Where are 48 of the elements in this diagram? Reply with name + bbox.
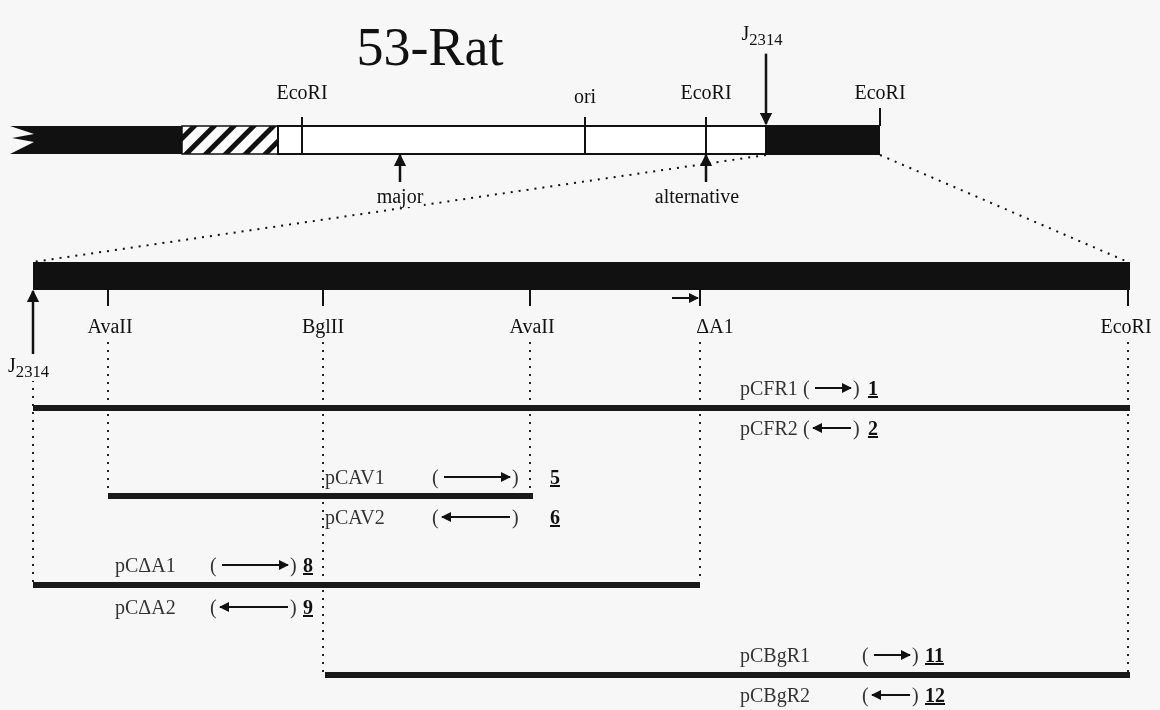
fragment-label: pCΔA2	[115, 596, 176, 618]
fragment-label: pCFR2	[740, 417, 798, 439]
fragment-label: (	[862, 644, 869, 666]
clone-number: 12	[925, 684, 945, 706]
clone-number: 11	[925, 644, 944, 666]
site-label: EcoRI	[680, 81, 732, 103]
fragment-label: )	[512, 506, 519, 528]
clone-number: 6	[550, 506, 560, 528]
clone-number: 9	[303, 596, 313, 618]
site-label: EcoRI	[1100, 315, 1152, 337]
fragment-label: (	[432, 466, 439, 488]
site-label: ΔA1	[696, 315, 734, 337]
clone-number: 2	[868, 417, 878, 439]
clone-number: 1	[868, 377, 878, 399]
fragment-label: pCAV2	[325, 506, 385, 528]
fragment-label: )	[512, 466, 519, 488]
fragment-label: )	[290, 554, 297, 576]
clone-number: 8	[303, 554, 313, 576]
fragment-label: (	[210, 554, 217, 576]
fragment-label: )	[912, 684, 919, 706]
fragment-label: (	[803, 417, 810, 439]
arrow	[26, 289, 40, 354]
site-label: EcoRI	[854, 81, 906, 103]
plasmid-map-drawing	[10, 107, 881, 155]
fragment-label: (	[432, 506, 439, 528]
fragment-label: pCΔA1	[115, 554, 176, 576]
arrow	[759, 53, 773, 126]
site-label: ori	[573, 85, 597, 107]
site-label: EcoRI	[276, 81, 328, 103]
fragment-label: pCAV1	[325, 466, 385, 488]
fragment-label: (	[210, 596, 217, 618]
fragment-label: pCBgR2	[740, 684, 811, 706]
clone-number: 5	[550, 466, 560, 488]
gene-map-drawing	[33, 262, 1130, 307]
site-label: AvaII	[509, 315, 555, 337]
fragment-label: )	[290, 596, 297, 618]
fragment-label: )	[853, 417, 860, 439]
title: 53-Rat	[356, 18, 504, 78]
fragment-label: )	[853, 377, 860, 399]
fragment-label: pCBgR1	[740, 644, 811, 666]
fragment-label: pCFR1	[740, 377, 798, 399]
fragment-label: )	[912, 644, 919, 666]
fragment-label: (	[862, 684, 869, 706]
arrow	[393, 153, 407, 182]
arrow	[699, 153, 713, 182]
fragment-label: (	[803, 377, 810, 399]
site-label: BglII	[301, 315, 345, 337]
site-label: AvaII	[87, 315, 133, 337]
